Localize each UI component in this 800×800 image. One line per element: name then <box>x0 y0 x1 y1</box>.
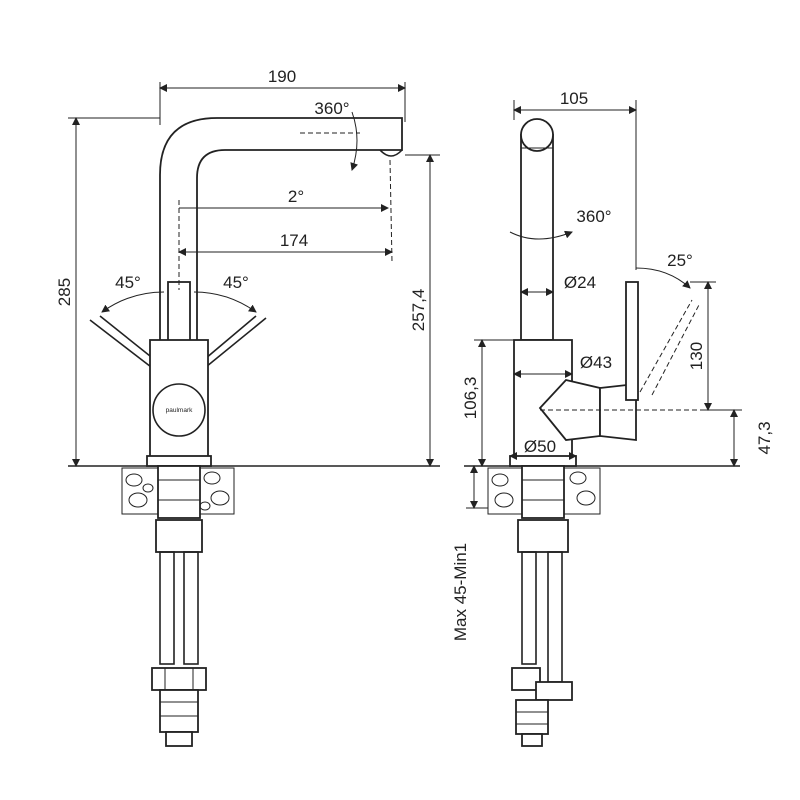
dim-height-spout: 257,4 <box>409 289 428 332</box>
dim-base-diameter: Ø50 <box>524 437 556 456</box>
dim-worktop-thickness: Max 45-Min1 <box>451 543 470 641</box>
front-worktop-section <box>121 465 235 519</box>
front-body <box>149 339 209 459</box>
lever-angle-left: 45° <box>115 273 141 292</box>
dim-lever-height: 130 <box>687 342 706 370</box>
lever-angle-right: 45° <box>223 273 249 292</box>
brand-logo: paulmark <box>166 407 193 414</box>
side-hoses <box>511 519 573 747</box>
front-body-cap <box>152 383 206 437</box>
front-hoses <box>151 519 207 747</box>
front-view: paulmark <box>55 67 440 747</box>
dim-tilt: 2° <box>288 187 304 206</box>
front-aerator <box>379 149 403 157</box>
front-swivel-angle: 360° <box>314 99 349 118</box>
dim-tube-diameter: Ø24 <box>564 273 596 292</box>
dim-width: 190 <box>268 67 296 86</box>
side-view: 105 360° Ø24 25° Ø43 Ø50 130 106,3 47,3 … <box>451 89 774 747</box>
dim-body-height: 106,3 <box>461 377 480 420</box>
side-swivel-angle: 360° <box>576 207 611 226</box>
lever-tilt-angle: 25° <box>667 251 693 270</box>
dim-height-total: 285 <box>55 278 74 306</box>
side-lever <box>625 281 639 401</box>
dim-body-diameter: Ø43 <box>580 353 612 372</box>
side-worktop-section <box>487 465 601 519</box>
dim-lever-axis-height: 47,3 <box>755 421 774 454</box>
dim-depth: 105 <box>560 89 588 108</box>
dim-reach: 174 <box>280 231 308 250</box>
side-spout-head <box>520 118 554 152</box>
